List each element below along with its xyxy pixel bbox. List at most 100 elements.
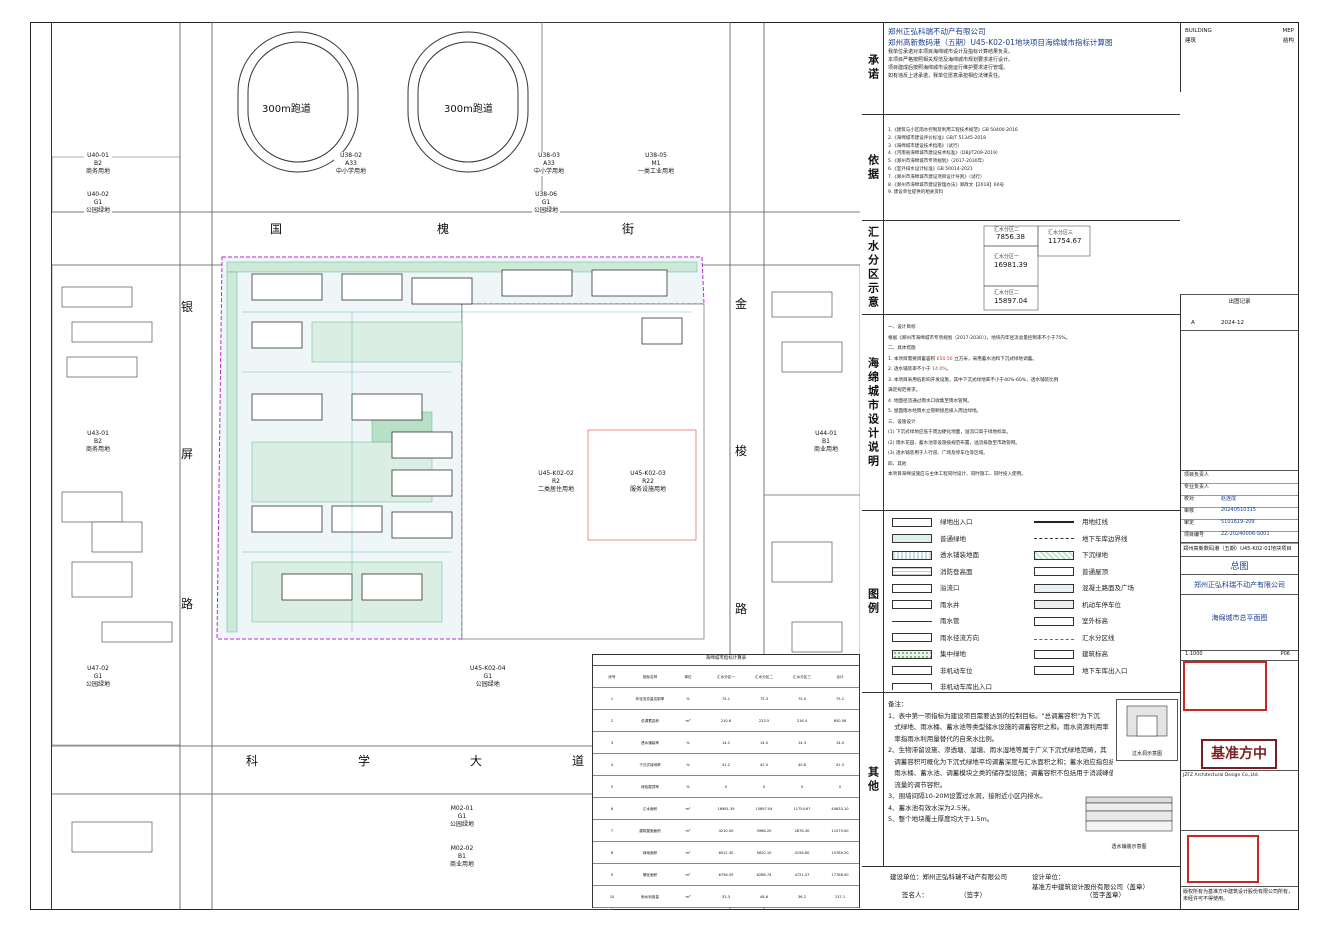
tb-scale-row: 1:1000 P06 — [1180, 650, 1298, 660]
stamp-seal — [1187, 835, 1259, 883]
text-line: 4.《河南省海绵城市建设技术标准》（DBJ/T209-2019） — [888, 151, 1001, 157]
legend-swatch — [1034, 635, 1074, 641]
table-cell: 41.3 — [835, 763, 844, 767]
legend-item: 非机动车库出入口 — [892, 679, 1034, 690]
legend-swatch — [1034, 666, 1074, 676]
text-line: (3) 透水铺装用于人行道、广场及停车位等区域。 — [888, 451, 988, 456]
legend-item: 绿地出入口 — [892, 514, 1034, 531]
parcel-type: B1 — [458, 853, 466, 860]
legend-swatch — [1034, 537, 1074, 540]
text-line: 本项目海绵设施应与主体工程同时设计、同时施工、同时投入使用。 — [888, 472, 1026, 477]
table-cell: 5 — [610, 785, 614, 789]
table-cell: m² — [685, 829, 691, 833]
parcel-code: U45-K02-02 — [538, 470, 574, 477]
table-cell: % — [686, 763, 690, 767]
table-cell: 6 — [610, 807, 614, 811]
legend-item: 地下车库出入口 — [1034, 663, 1176, 680]
table-cell: 14.3 — [797, 741, 806, 745]
text-line: 5、整个地块覆土厚度均大于1.5m。 — [888, 815, 994, 823]
parcel-code: U40-01 — [87, 152, 109, 159]
parcel-type: B2 — [94, 160, 102, 167]
parcel-type: A33 — [345, 160, 357, 167]
section-title: 海绵城市设计说明 — [862, 315, 884, 510]
section-catchment: 汇水分区示意 汇水分区二 7856.38 汇水分区三 11754.67 汇水分区… — [862, 220, 1180, 314]
text-line: 率指雨水利用量替代的自来水比例。 — [888, 734, 999, 743]
text-line: 4、蓄水池有效水深为2.5米。 — [888, 803, 974, 812]
tb-field: 校对赵连成 — [1181, 495, 1298, 508]
legend-item: 用地红线 — [1034, 514, 1176, 531]
table-cell: 绿色屋顶率 — [641, 784, 659, 789]
legend-label: 普通绿地 — [940, 534, 966, 543]
table-cell: 75.3 — [759, 697, 768, 701]
parcel-type: G1 — [483, 673, 493, 680]
street-char: 国 — [270, 222, 283, 236]
legend-swatch — [1034, 567, 1074, 577]
street-char: 学 — [358, 754, 371, 768]
legend-item: 机动车停车位 — [1034, 597, 1176, 614]
table-cell: 137.1 — [834, 895, 846, 899]
text-line: 满足规范要求。 — [888, 388, 921, 393]
legend-swatch — [1034, 550, 1074, 560]
table-cell: 5620.10 — [756, 851, 772, 855]
legend-swatch — [892, 534, 932, 544]
text-line: 项目建成后按照海绵城市设施运行维护要求进行管理。 — [888, 65, 1009, 71]
parcel-use: 商业用地 — [814, 446, 839, 453]
tb-client: 郑州正弘科瑞不动产有限公司 — [1180, 574, 1298, 594]
text-line: 2.《海绵城市建设评价标准》GB/T 51345-2018 — [888, 135, 986, 141]
drawing-frame — [30, 22, 1299, 910]
table-cell: 3988.20 — [756, 829, 772, 833]
text-line: (1) 下沉式绿地应低于周边硬化地面，溢流口高于绿地标高。 — [888, 430, 1011, 435]
tb-drawing-title: 海绵城市总平面图 — [1180, 594, 1298, 650]
parcel-use: 公园绿地 — [475, 681, 500, 688]
tb-footer: 版权所有为基准方中建筑设计股份有限公司所有，未经许可不得使用。 — [1180, 886, 1298, 910]
table-cell: 4 — [610, 763, 614, 767]
legend-label: 雨水井 — [940, 600, 960, 609]
parcel-use: 公园绿地 — [534, 207, 559, 214]
table-cell: 11754.67 — [793, 807, 811, 811]
street-char: 道 — [572, 754, 585, 768]
parcel-use: 中小学用地 — [534, 168, 565, 175]
legend-label: 非机动车位 — [940, 666, 973, 675]
legend-item: 室外标高 — [1034, 613, 1176, 630]
legend-label: 溢流口 — [940, 584, 960, 593]
table-cell: 汇水分区二 — [755, 674, 773, 679]
table-cell: m³ — [685, 719, 691, 723]
title-block-top: BUILDING 建筑 MEP 结构 — [1180, 22, 1298, 92]
legend-label: 地下车库边界线 — [1082, 534, 1128, 543]
legend-label: 汇水分区线 — [1082, 633, 1115, 642]
table-cell: 36.2 — [797, 895, 806, 899]
street-char: 大 — [470, 754, 483, 768]
legend-label: 消防登高面 — [940, 567, 973, 576]
street-char: 科 — [246, 754, 259, 768]
tb-field: 专业负责人 — [1181, 483, 1298, 496]
company-logo: 基准方中 — [1201, 739, 1277, 769]
table-cell: 40.8 — [797, 763, 806, 767]
table-cell: 7 — [610, 829, 614, 833]
section-other: 其他 备注：1、表中第一项指标为建设项目需要达到的控制目标。"总调蓄容积"为下沉… — [862, 692, 1180, 866]
text-line: 式绿地、雨水桶、蓄水池等类型储水设施的调蓄容积之和。雨水资源利用率 — [888, 723, 1109, 731]
legend-item: 消防登高面 — [892, 564, 1034, 581]
table-cell: % — [686, 741, 690, 745]
parcel-code: U43-01 — [87, 430, 109, 437]
parcel-code: U45-K02-03 — [630, 470, 666, 477]
stamp-label: （签字盖章） — [1086, 891, 1125, 899]
legend-item: 地下车库边界线 — [1034, 531, 1176, 548]
tb-field-key: 专业负责人 — [1184, 484, 1210, 490]
text-line: 一、设计目标 — [888, 325, 916, 330]
tb-company: JZFZ Architectural Design Co.,Ltd. — [1180, 770, 1298, 830]
legend-swatch — [892, 666, 932, 676]
tb-field-key: 校对 — [1184, 496, 1195, 502]
table-cell: 10 — [609, 895, 615, 899]
parcel-use: 公园绿地 — [450, 821, 475, 828]
table-cell: 2 — [610, 719, 614, 723]
zone-area: 7856.38 — [996, 233, 1025, 241]
table-cell: 4721.57 — [794, 873, 810, 877]
tb-field-key: 项目负责人 — [1184, 472, 1210, 478]
